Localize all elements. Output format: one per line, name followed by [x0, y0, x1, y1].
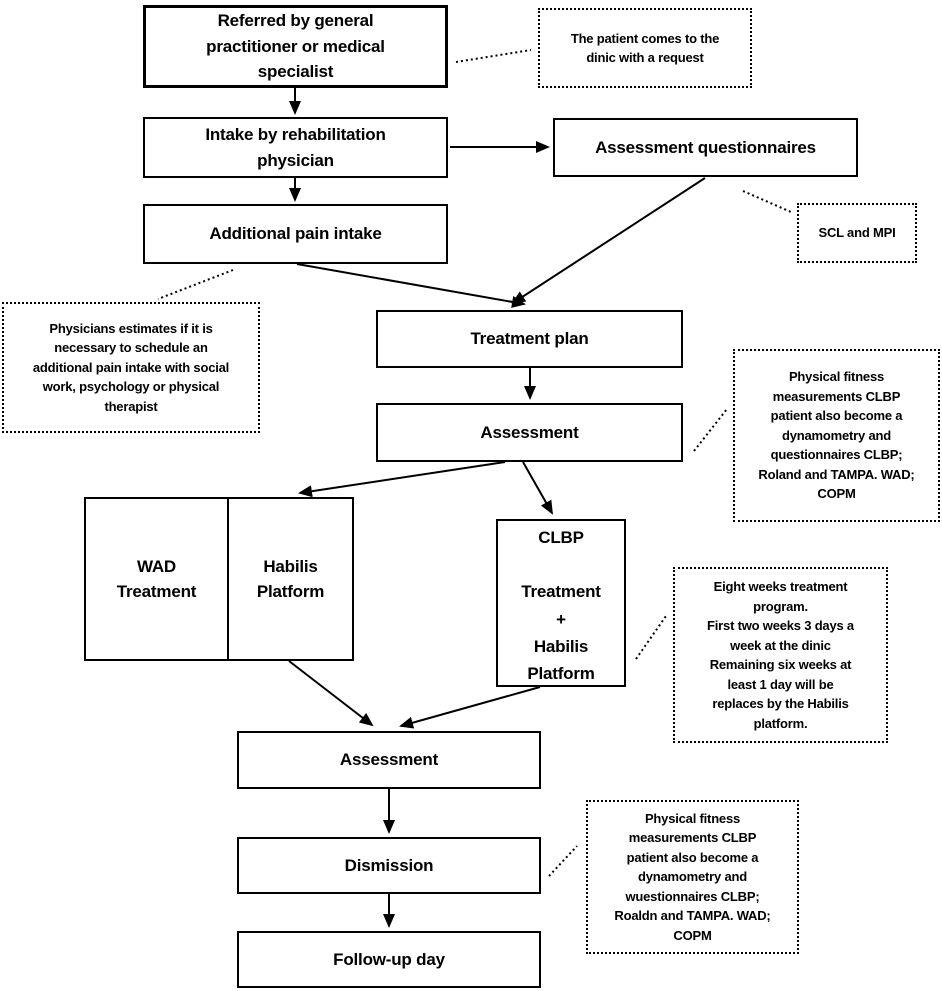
note-fitness-2-label: Physical fitness measurements CLBP patie…	[614, 810, 771, 943]
note-physicians-estimate: Physicians estimates if it is necessary …	[2, 302, 260, 433]
note-physicians-estimate-label: Physicians estimates if it is necessary …	[32, 320, 230, 414]
node-treatment-plan-label: Treatment plan	[470, 329, 589, 349]
node-habilis-platform: Habilis Platform	[229, 499, 352, 659]
node-assessment-questionnaires-label: Assessment questionnaires	[595, 137, 816, 157]
node-dismission: Dismission	[237, 837, 541, 894]
node-additional-pain-intake-label: Additional pain intake	[209, 224, 382, 244]
arrow-assessment-to-wad-habilis	[298, 461, 506, 498]
note-scl-mpi-label: SCL and MPI	[818, 225, 896, 241]
note-eight-weeks: Eight weeks treatment program. First two…	[673, 567, 888, 743]
node-assessment-2-label: Assessment	[339, 750, 439, 770]
node-wad-treatment: WAD Treatment	[86, 499, 229, 659]
note-fitness-1: Physical fitness measurements CLBP patie…	[733, 349, 940, 522]
dotted-questionnaires-to-scl-note	[742, 190, 792, 213]
node-follow-up-day-label: Follow-up day	[333, 949, 445, 969]
node-wad-habilis-group: WAD Treatment Habilis Platform	[84, 497, 354, 661]
node-intake: Intake by rehabilitation physician	[143, 117, 448, 178]
note-eight-weeks-label: Eight weeks treatment program. First two…	[707, 579, 854, 731]
node-follow-up-day: Follow-up day	[237, 931, 541, 988]
node-habilis-platform-label: Habilis Platform	[256, 556, 325, 602]
node-intake-label: Intake by rehabilitation physician	[205, 125, 386, 170]
node-treatment-plan: Treatment plan	[376, 310, 683, 368]
node-referred: Referred by general practitioner or medi…	[143, 5, 448, 88]
arrow-wad-habilis-to-assessment-2	[288, 660, 374, 727]
arrow-additional-pain-to-treatment-plan	[296, 263, 526, 308]
node-wad-treatment-label: WAD Treatment	[116, 556, 197, 602]
node-clbp-treatment: CLBP Treatment + Habilis Platform	[496, 519, 626, 687]
dotted-referred-to-patient-note	[455, 49, 532, 63]
node-dismission-label: Dismission	[344, 855, 434, 875]
node-assessment-1-label: Assessment	[480, 422, 579, 442]
dotted-assessment-to-fitness-note-1	[693, 408, 728, 452]
dotted-clbp-to-eight-weeks-note	[635, 615, 667, 660]
note-scl-mpi: SCL and MPI	[797, 203, 917, 263]
dotted-dismission-to-fitness-note-2	[548, 845, 578, 877]
arrow-questionnaires-to-treatment-plan	[511, 177, 706, 305]
note-fitness-2: Physical fitness measurements CLBP patie…	[586, 800, 799, 954]
note-fitness-1-label: Physical fitness measurements CLBP patie…	[758, 369, 915, 502]
dotted-additional-pain-to-physicians-note	[157, 269, 234, 300]
node-assessment-1: Assessment	[376, 403, 683, 462]
arrow-clbp-to-assessment-2	[399, 686, 541, 729]
node-clbp-treatment-label: CLBP Treatment + Habilis Platform	[521, 528, 601, 683]
node-additional-pain-intake: Additional pain intake	[143, 204, 448, 264]
arrow-assessment-to-clbp	[522, 461, 553, 515]
node-referred-label: Referred by general practitioner or medi…	[206, 11, 385, 82]
node-assessment-questionnaires: Assessment questionnaires	[553, 118, 858, 177]
node-assessment-2: Assessment	[237, 731, 541, 789]
note-patient-request: The patient comes to the dinic with a re…	[538, 8, 752, 88]
note-patient-request-label: The patient comes to the dinic with a re…	[570, 30, 720, 66]
